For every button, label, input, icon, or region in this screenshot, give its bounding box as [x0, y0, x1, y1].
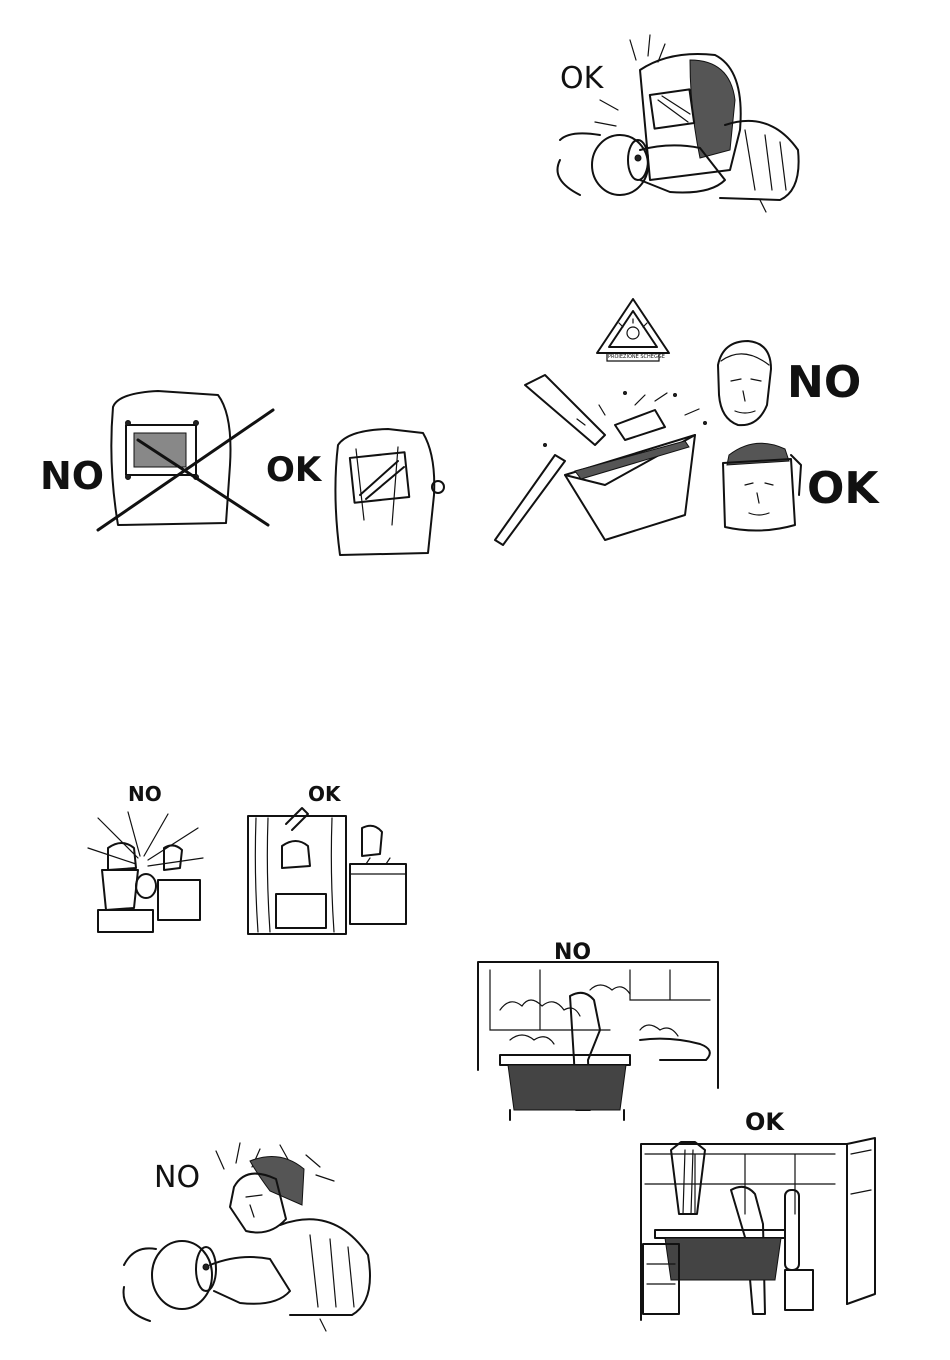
label-faceshield-ok: OK — [807, 467, 879, 511]
label-faceshield-no: NO — [787, 361, 861, 405]
label-screen-ok: OK — [308, 784, 341, 804]
panel-helmet-filter: NO OK — [38, 385, 458, 565]
panel-grinder-no-helmet: NO — [120, 1135, 380, 1335]
head-with-face-shield-illustration — [715, 435, 805, 535]
grinder-no-helmet-illustration — [120, 1135, 380, 1335]
head-without-shield-illustration — [703, 335, 783, 435]
panel-fume-extraction-no: NO — [470, 940, 725, 1130]
label-fume-ok: OK — [745, 1110, 784, 1134]
helmet-illustration-ok — [328, 425, 458, 560]
panel-welding-screen: NO OK — [78, 780, 418, 940]
panel-grinder-helmet-ok: OK — [540, 30, 810, 220]
panel-face-shield: NO OK PROIEZIONE SCHEGGE — [485, 295, 895, 550]
helmet-illustration-no — [98, 385, 298, 535]
panel-fume-extraction-ok: OK — [635, 1108, 885, 1323]
label-screen-no: NO — [128, 784, 162, 804]
warning-sign-caption: PROIEZIONE SCHEGGE — [608, 355, 665, 360]
fume-no-extraction-illustration — [470, 960, 725, 1125]
label-helmet-no: NO — [40, 457, 104, 495]
unscreened-welding-illustration — [78, 808, 208, 938]
grinder-helmet-illustration — [540, 30, 810, 220]
fume-with-extraction-illustration — [635, 1134, 885, 1324]
screened-welding-illustration — [246, 804, 411, 939]
